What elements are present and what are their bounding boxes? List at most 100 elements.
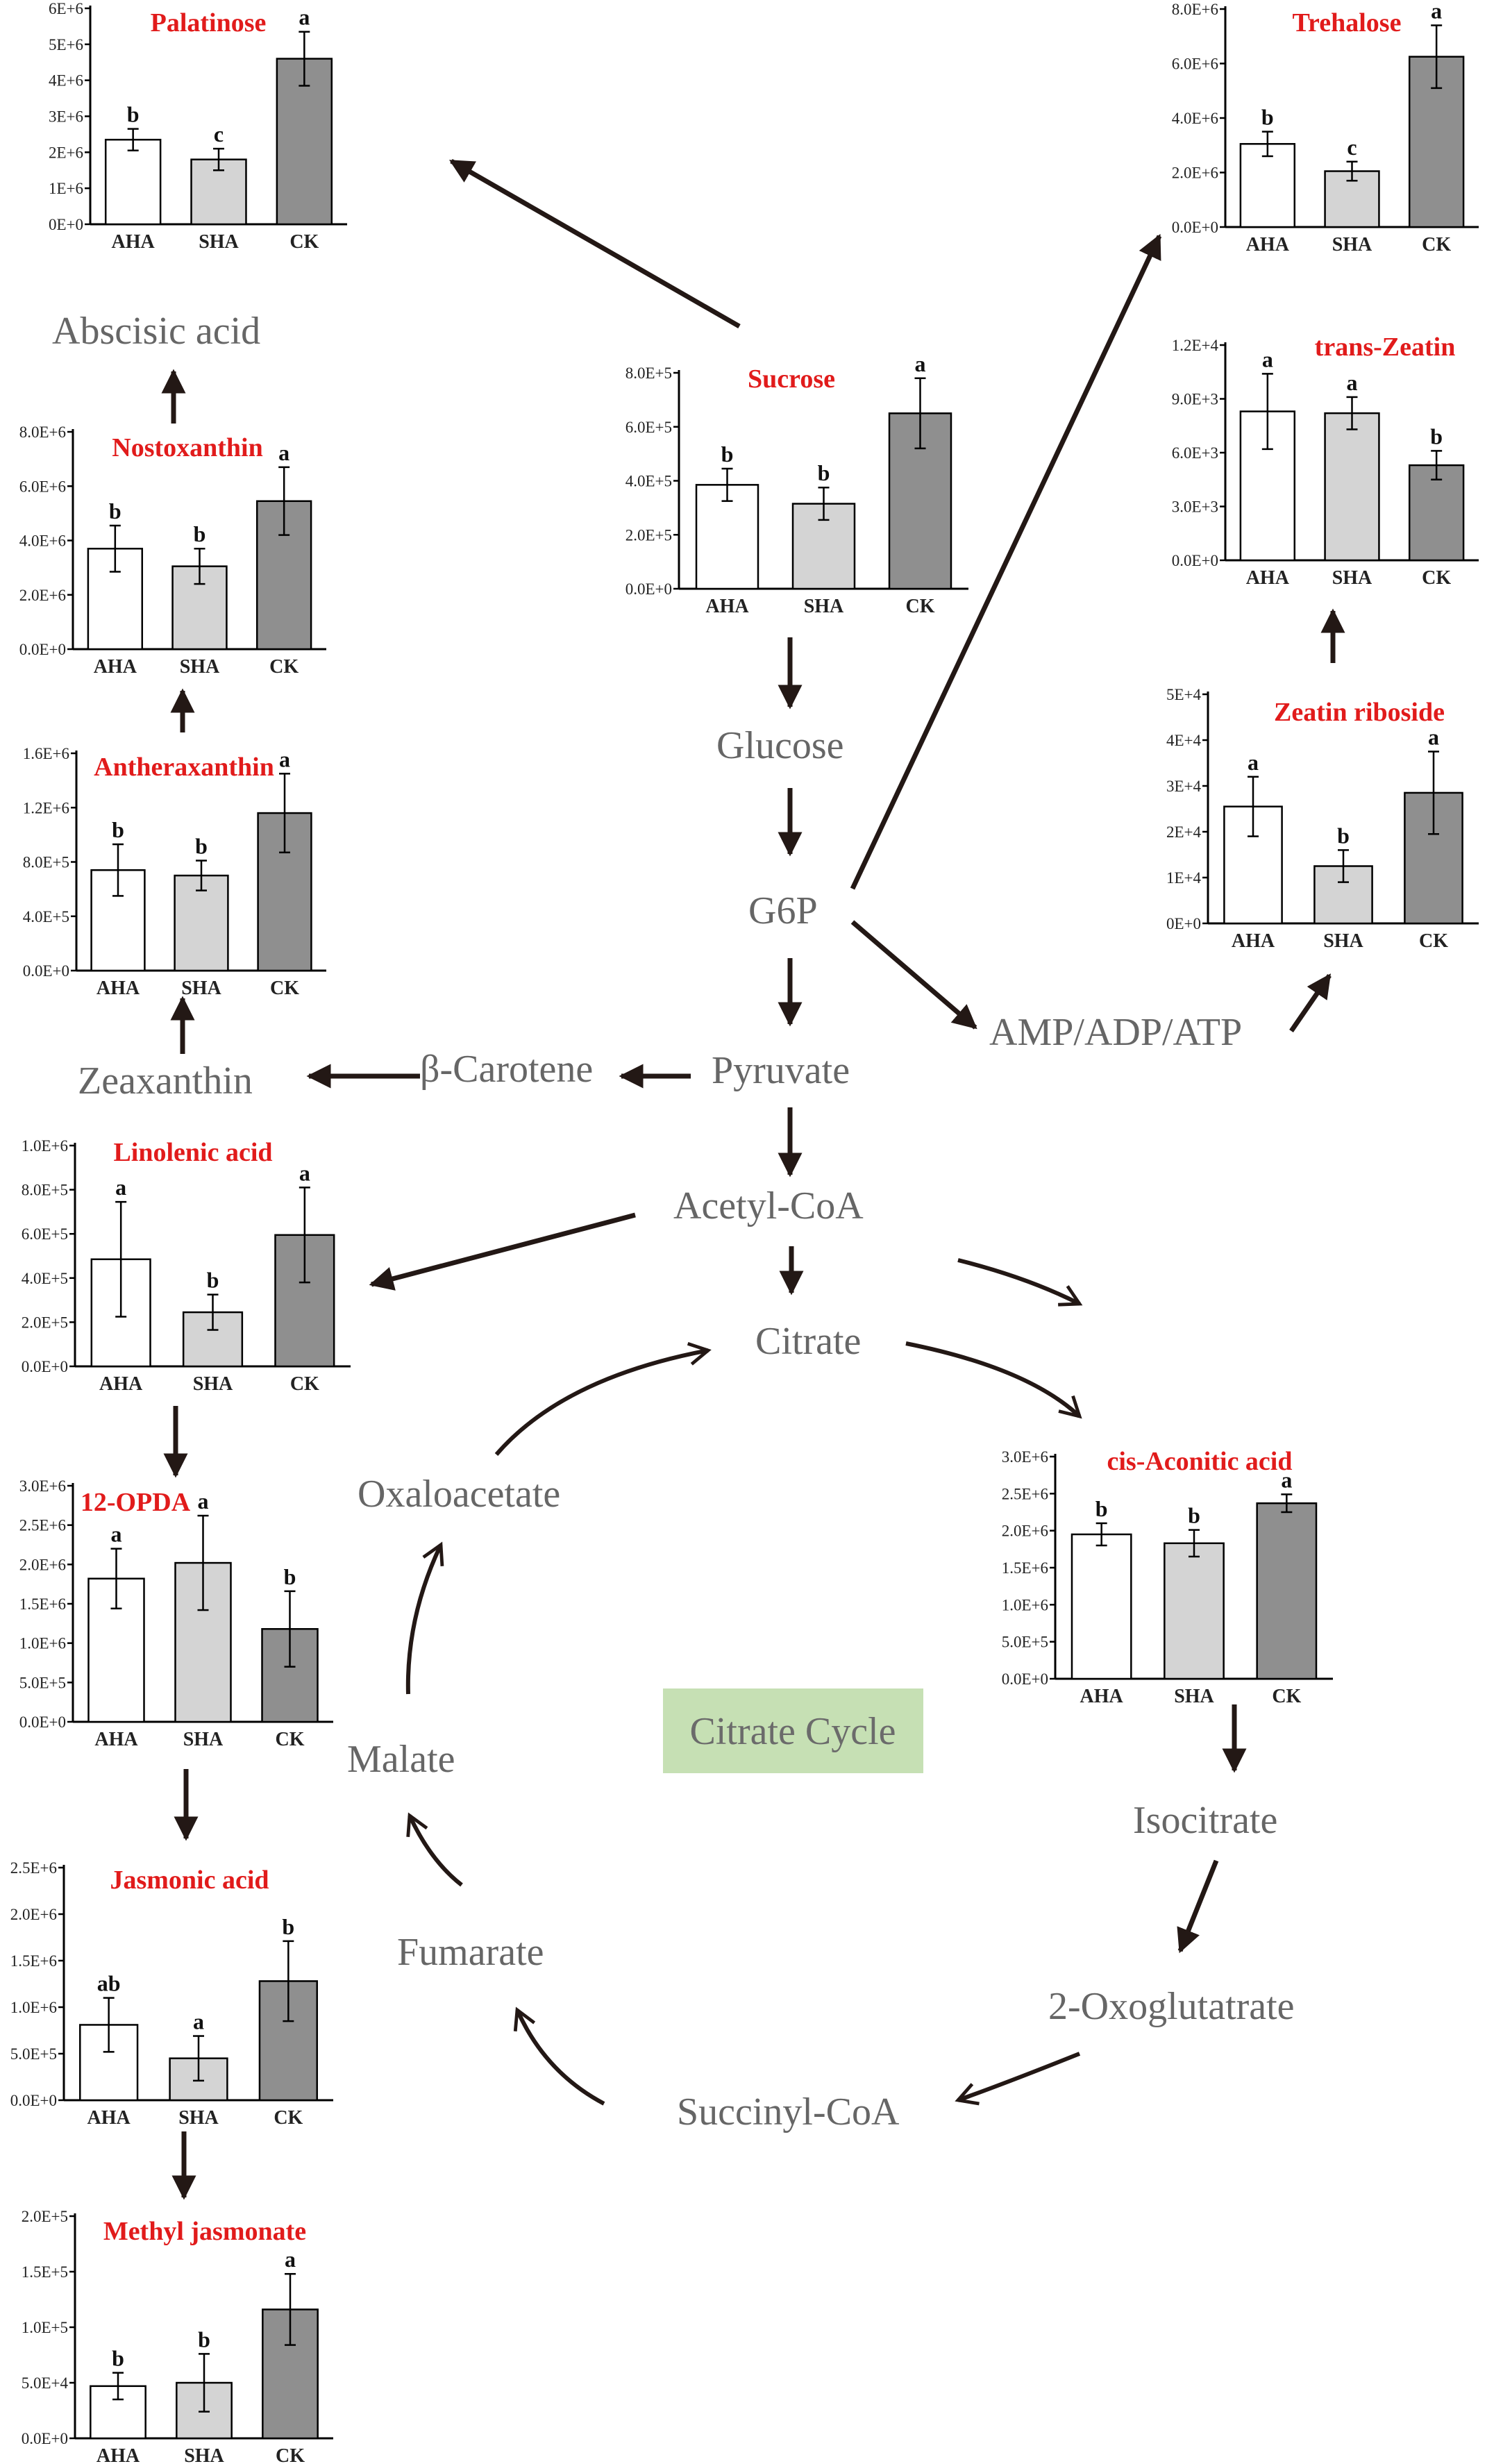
category-label: SHA <box>178 2107 219 2129</box>
category-label: SHA <box>1323 930 1363 952</box>
y-tick-label: 8.0E+5 <box>625 364 672 382</box>
category-label: CK <box>290 1373 319 1395</box>
significance-letter: a <box>1431 0 1442 24</box>
significance-letter: a <box>111 1522 122 1547</box>
category-label: CK <box>1419 930 1448 952</box>
y-tick-label: 8.0E+5 <box>23 854 69 871</box>
significance-letter: b <box>195 834 208 859</box>
arrow-sucrose-palatinose <box>448 158 741 329</box>
significance-letter: a <box>1281 1467 1292 1492</box>
significance-letter: a <box>1428 725 1439 750</box>
category-label: SHA <box>804 596 844 617</box>
y-tick-label: 2.5E+6 <box>19 1517 66 1534</box>
chart-trans-zeatin: 0.0E+03.0E+36.0E+39.0E+31.2E+4aAHAaSHAbC… <box>1172 333 1479 589</box>
chart-methyl-jasmonate: 0.0E+05.0E+41.0E+51.5E+52.0E+5bAHAbSHAaC… <box>22 2208 333 2464</box>
y-tick-label: 2.5E+6 <box>10 1859 57 1877</box>
y-tick-label: 1.5E+6 <box>19 1595 66 1613</box>
y-tick-label: 8.0E+6 <box>1172 1 1218 18</box>
y-tick-label: 5E+4 <box>1166 686 1202 703</box>
category-label: AHA <box>1232 930 1275 952</box>
significance-letter: a <box>285 2247 296 2272</box>
y-tick-label: 1E+4 <box>1166 869 1202 887</box>
category-label: AHA <box>99 1373 143 1395</box>
node-fumarate: Fumarate <box>397 1931 544 1974</box>
node-malate: Malate <box>347 1738 455 1781</box>
y-tick-label: 2.0E+6 <box>19 587 66 604</box>
category-label: CK <box>1272 1686 1301 1707</box>
significance-letter: b <box>109 498 121 523</box>
significance-letter: a <box>299 5 310 30</box>
category-label: AHA <box>87 2107 131 2129</box>
category-label: CK <box>269 656 299 678</box>
arrow-oxaloacetate-citrate <box>494 1342 712 1456</box>
chart-title: Antheraxanthin <box>94 753 274 782</box>
chart-palatinose: 0E+01E+62E+63E+64E+65E+66E+6bAHAcSHAaCKP… <box>49 0 347 253</box>
category-label: AHA <box>94 1729 138 1750</box>
chart-title: Jasmonic acid <box>110 1866 269 1895</box>
y-tick-label: 6.0E+5 <box>22 1225 68 1243</box>
chart-title: Palatinose <box>151 8 267 37</box>
significance-letter: b <box>818 460 830 485</box>
significance-letter: b <box>1188 1503 1200 1528</box>
y-tick-label: 4.0E+6 <box>19 533 66 550</box>
y-tick-label: 5.0E+5 <box>19 1674 66 1691</box>
arrow-oxoglutarate-succinyl <box>955 2052 1081 2106</box>
category-label: AHA <box>96 2445 140 2464</box>
significance-letter: c <box>1347 135 1357 160</box>
y-tick-label: 2.5E+6 <box>1002 1485 1048 1502</box>
y-tick-label: 9.0E+3 <box>1172 391 1218 408</box>
arrow-citrate-cisaconitic <box>905 1341 1082 1419</box>
y-tick-label: 1.0E+5 <box>22 2319 68 2336</box>
arrow-g6p-trehalose <box>850 233 1162 890</box>
node-isocitrate: Isocitrate <box>1133 1799 1277 1842</box>
y-tick-label: 2.0E+5 <box>625 526 672 544</box>
significance-letter: a <box>1347 370 1358 395</box>
chart-title: Methyl jasmonate <box>103 2217 306 2246</box>
arrow-amp-zeatinriboside <box>1289 973 1332 1032</box>
category-label: CK <box>906 596 935 617</box>
node-glucose: Glucose <box>716 724 844 767</box>
y-tick-label: 4E+4 <box>1166 732 1202 749</box>
y-tick-label: 0.0E+0 <box>22 2430 68 2447</box>
y-tick-label: 2.0E+6 <box>1002 1523 1048 1540</box>
category-label: CK <box>289 231 319 253</box>
chart-title: Zeatin riboside <box>1274 698 1445 727</box>
significance-letter: b <box>207 1268 219 1293</box>
chart-linolenic-acid: 0.0E+02.0E+54.0E+56.0E+58.0E+51.0E+6aAHA… <box>22 1137 351 1395</box>
significance-letter: b <box>194 521 206 546</box>
arrow-succinyl-fumarate <box>513 2006 605 2106</box>
node-abscisic-acid: Abscisic acid <box>52 310 260 353</box>
y-tick-label: 5.0E+4 <box>22 2374 69 2392</box>
y-tick-label: 1.2E+6 <box>23 799 69 816</box>
y-tick-label: 1.5E+5 <box>22 2263 68 2281</box>
category-label: SHA <box>1332 567 1372 589</box>
significance-letter: ab <box>97 1971 121 1996</box>
arrow-fumarate-malate <box>406 1812 463 1887</box>
significance-letter: a <box>279 746 290 771</box>
category-label: AHA <box>94 656 137 678</box>
category-label: AHA <box>1246 234 1290 255</box>
chart-title: trans-Zeatin <box>1315 333 1456 362</box>
significance-letter: b <box>112 2346 124 2371</box>
y-tick-label: 6.0E+6 <box>1172 56 1218 73</box>
y-tick-label: 2E+4 <box>1166 823 1202 841</box>
citrate-cycle-box <box>663 1688 923 1773</box>
y-tick-label: 1.2E+4 <box>1172 337 1219 354</box>
y-tick-label: 8.0E+5 <box>22 1182 68 1199</box>
bar-ck <box>1408 464 1465 562</box>
y-tick-label: 0.0E+0 <box>625 580 672 598</box>
category-label: SHA <box>193 1373 233 1395</box>
bar-ck <box>1256 1502 1318 1680</box>
y-tick-label: 0.0E+0 <box>10 2092 57 2109</box>
node-g6p: G6P <box>748 889 818 932</box>
category-label: AHA <box>112 231 156 253</box>
y-tick-label: 6E+6 <box>49 0 83 17</box>
y-tick-label: 6.0E+6 <box>19 478 66 495</box>
y-tick-label: 1E+6 <box>49 180 83 197</box>
y-tick-label: 6.0E+5 <box>625 419 672 436</box>
bar-aha <box>1239 143 1296 228</box>
significance-letter: b <box>1430 424 1443 449</box>
bar-sha <box>1164 1542 1225 1680</box>
arrow-malate-oxaloacetate <box>405 1541 444 1695</box>
bar-sha <box>1324 412 1380 562</box>
